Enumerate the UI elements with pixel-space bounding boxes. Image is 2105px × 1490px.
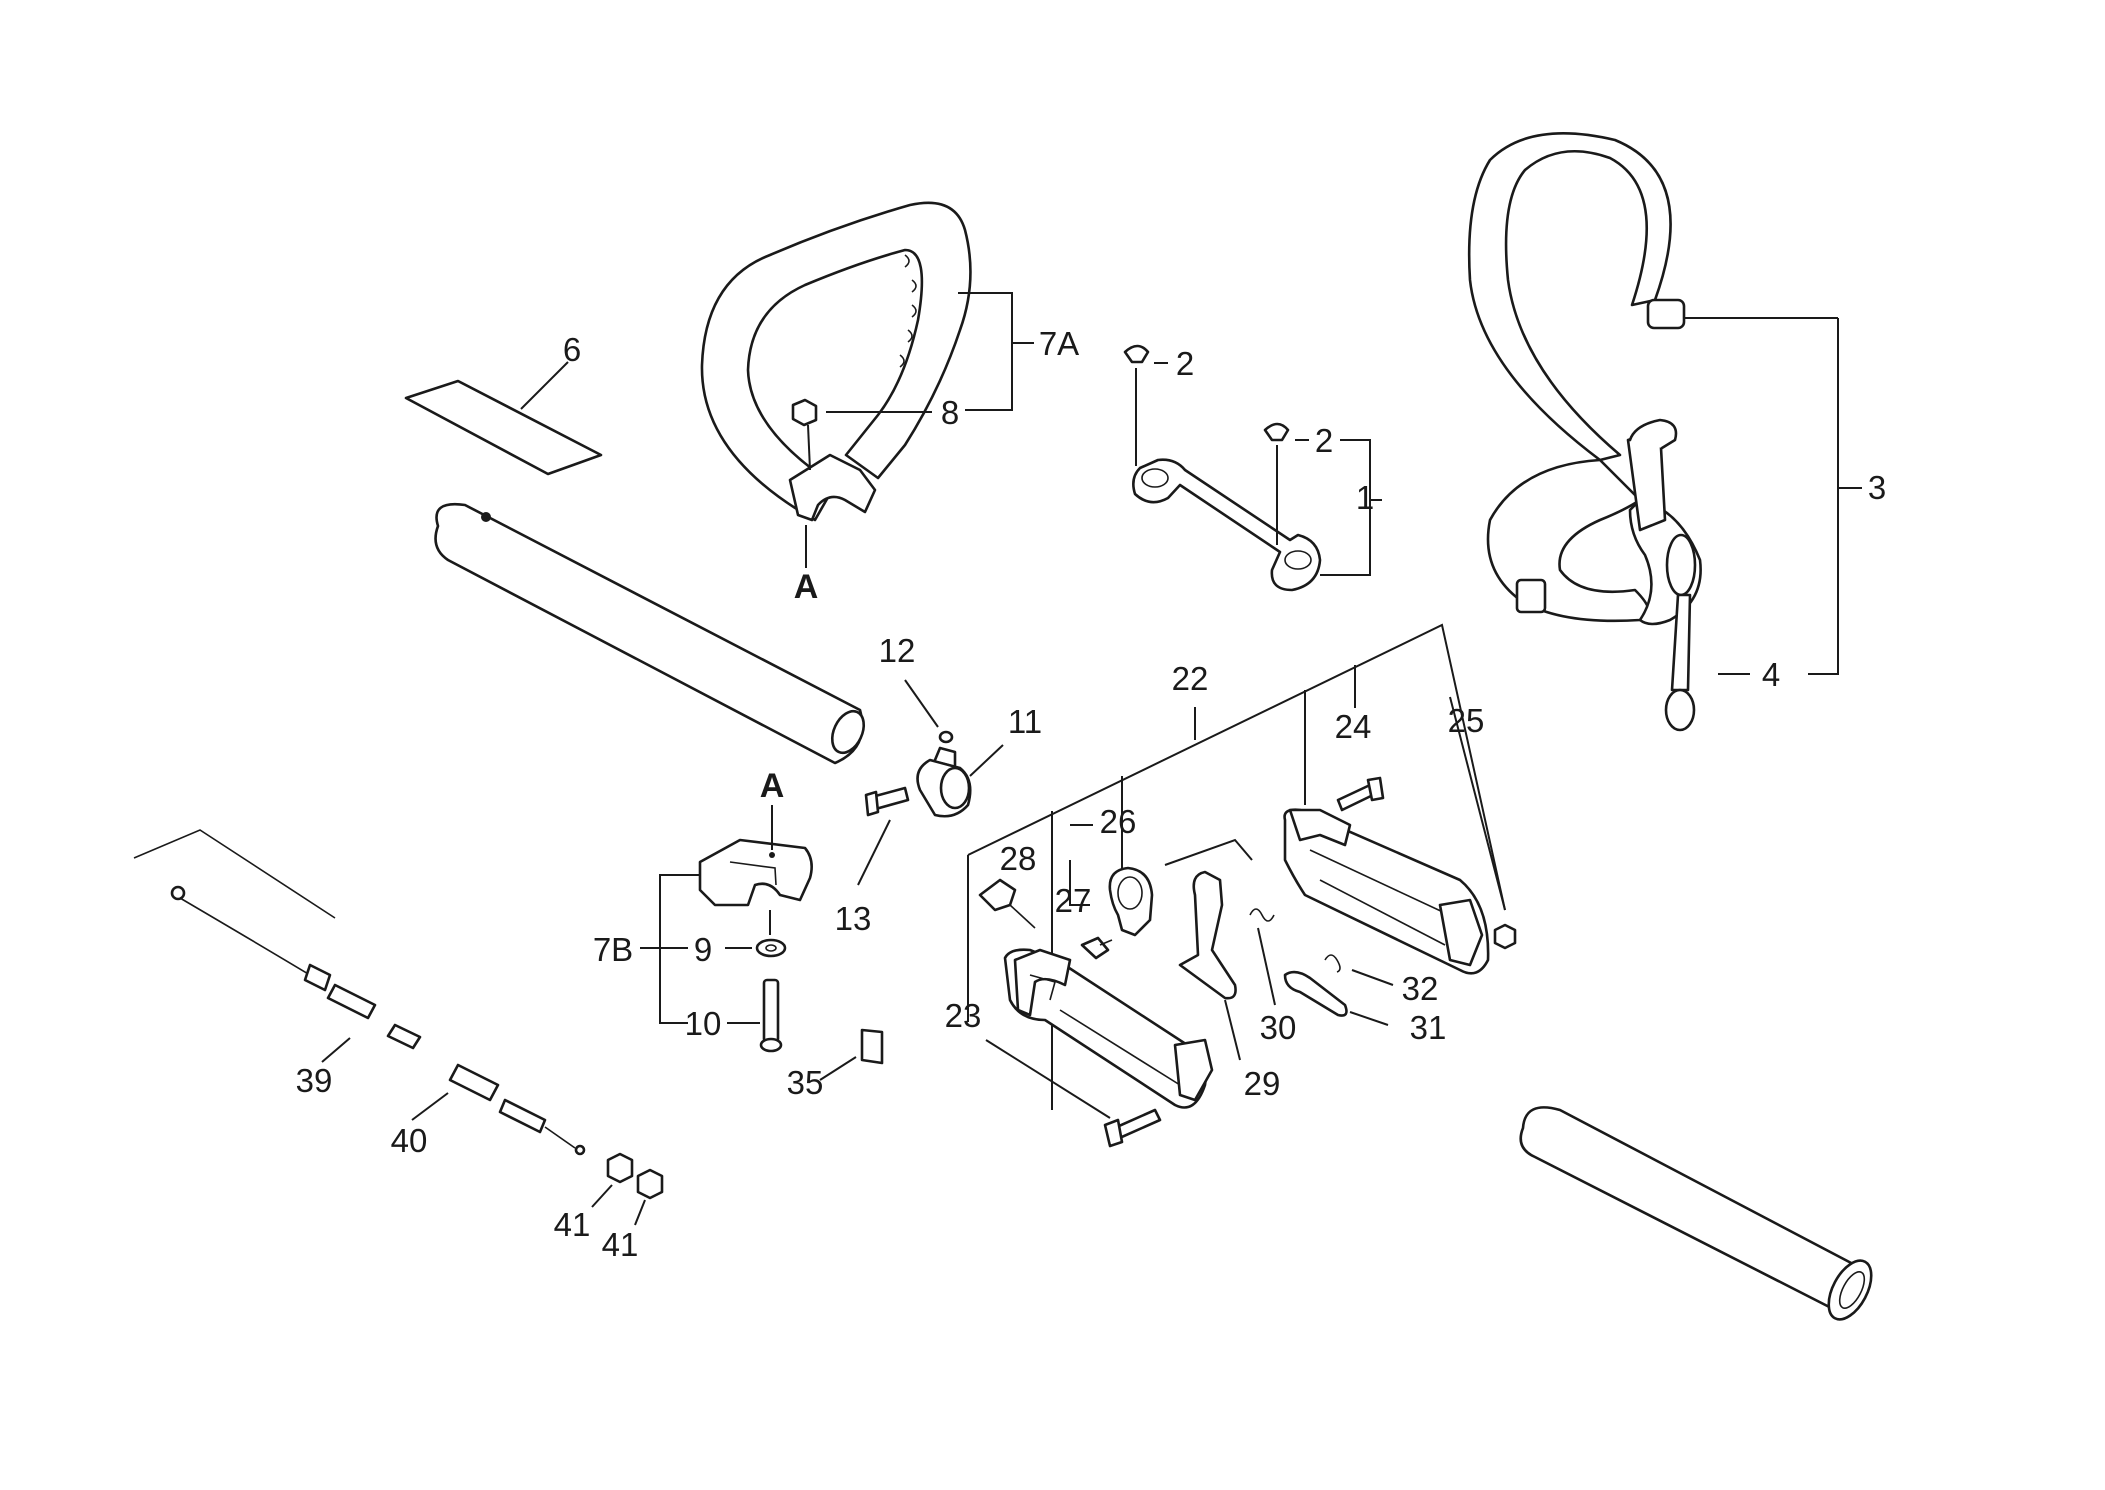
callout-22: 22	[1172, 660, 1209, 697]
callout-30: 30	[1260, 1009, 1297, 1046]
callout-6: 6	[563, 331, 581, 368]
callout-7a: 7A	[1039, 325, 1079, 362]
part-31-lever	[1283, 970, 1389, 1026]
part-28-switch	[978, 878, 1036, 929]
callout-4: 4	[1762, 656, 1780, 693]
callout-12: 12	[879, 632, 916, 669]
part-6-label	[404, 361, 603, 476]
callout-31: 31	[1410, 1009, 1447, 1046]
callout-3: 3	[1868, 469, 1886, 506]
callout-40: 40	[391, 1122, 428, 1159]
part-7b-clamp	[640, 805, 813, 1053]
callout-2-bottom: 2	[1315, 422, 1333, 459]
callout-27: 27	[1055, 882, 1092, 919]
callout-1: 1	[1356, 479, 1374, 516]
part-22-handle-upper	[1283, 808, 1490, 975]
callout-39: 39	[296, 1062, 333, 1099]
callout-7b: 7B	[593, 931, 633, 968]
callout-24: 24	[1335, 708, 1372, 745]
part-30-spring	[1249, 908, 1276, 1006]
part-24-screw	[1336, 776, 1385, 812]
shaft-tube-lower	[1519, 1106, 1873, 1321]
callout-35: 35	[787, 1064, 824, 1101]
callout-11: 11	[1008, 703, 1042, 740]
part-1-bracket	[1123, 344, 1382, 592]
shaft-tube-upper	[434, 502, 866, 765]
callout-26: 26	[1100, 803, 1137, 840]
callout-labels: 1 2 2 3 4 6 7A 7B 8 9 10 11 12 13 22 23 …	[296, 325, 1887, 1263]
part-4-hook	[1664, 533, 1750, 732]
part-32-spring	[1324, 954, 1394, 986]
reference-a-bottom: A	[760, 767, 785, 805]
callout-29: 29	[1244, 1065, 1281, 1102]
part-7a-loop-handle	[700, 201, 1034, 568]
callout-10: 10	[685, 1005, 722, 1042]
part-27-screw	[1080, 936, 1113, 960]
part-29-trigger	[1178, 870, 1241, 1061]
callout-25: 25	[1448, 702, 1485, 739]
callout-41-left: 41	[554, 1206, 591, 1243]
part-3-harness	[1467, 132, 1862, 675]
throttle-cable	[133, 829, 586, 1156]
callout-9: 9	[694, 931, 712, 968]
callout-23: 23	[945, 997, 982, 1034]
callout-8: 8	[941, 394, 959, 431]
callout-32: 32	[1402, 970, 1439, 1007]
part-25-nut	[1493, 923, 1517, 950]
group-leaders	[967, 623, 1506, 1110]
part-23-handle-lower	[985, 948, 1214, 1148]
part-11-clamp-ring	[857, 679, 1004, 886]
part-41-nuts	[591, 1152, 664, 1226]
reference-a-top: A	[794, 568, 819, 606]
callout-28: 28	[1000, 840, 1037, 877]
callout-2-top: 2	[1176, 345, 1194, 382]
callout-41-right: 41	[602, 1226, 639, 1263]
part-26-clamp	[1108, 866, 1154, 937]
part-35-plate	[819, 1028, 884, 1081]
callout-13: 13	[835, 900, 872, 937]
